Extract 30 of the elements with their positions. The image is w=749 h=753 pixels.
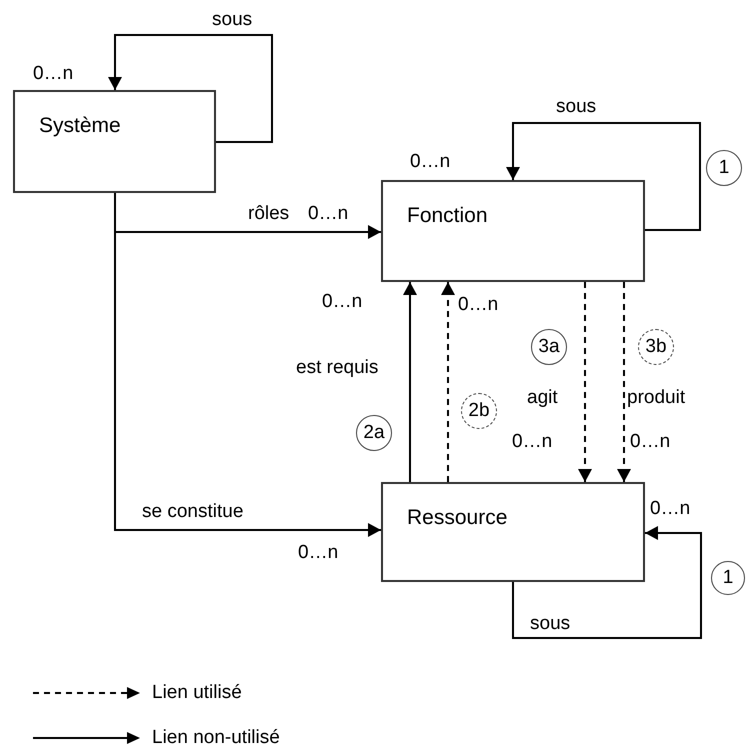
arrow <box>108 34 273 143</box>
cardinality-label: 0…n <box>630 430 670 454</box>
callout-number: 2a <box>356 415 392 451</box>
cardinality-label: 0…n <box>33 62 74 86</box>
arrow <box>512 526 702 639</box>
edge-label: produit <box>627 386 686 410</box>
arrow <box>506 122 701 231</box>
entity-box: Ressource <box>381 482 645 582</box>
cardinality-label: 0…n <box>512 430 552 454</box>
callout-number: 2b <box>461 393 497 429</box>
callout-number: 3b <box>638 329 674 365</box>
cardinality-label: 0…n <box>410 150 450 174</box>
cardinality-label: 0…n <box>458 293 498 317</box>
cardinality-label: 0…n <box>322 290 362 314</box>
callout-number: 1 <box>711 561 745 595</box>
legend-text: Lien utilisé <box>152 681 242 705</box>
arrow <box>403 282 417 482</box>
dashed-arrow <box>441 282 455 482</box>
callout-number: 3a <box>531 329 567 365</box>
dashed-arrow <box>578 282 592 482</box>
cardinality-label: 0…n <box>298 541 338 565</box>
cardinality-label: 0…n <box>650 497 690 521</box>
cardinality-label: 0…n <box>308 202 348 226</box>
entity-box: Système <box>13 90 216 193</box>
entity-box: Fonction <box>381 180 645 282</box>
edge-label: est requis <box>296 356 378 380</box>
edge-label: agit <box>527 386 558 410</box>
legend-text: Lien non-utilisé <box>152 726 280 750</box>
dashed-arrow <box>617 282 631 482</box>
callout-number: 1 <box>706 150 742 186</box>
